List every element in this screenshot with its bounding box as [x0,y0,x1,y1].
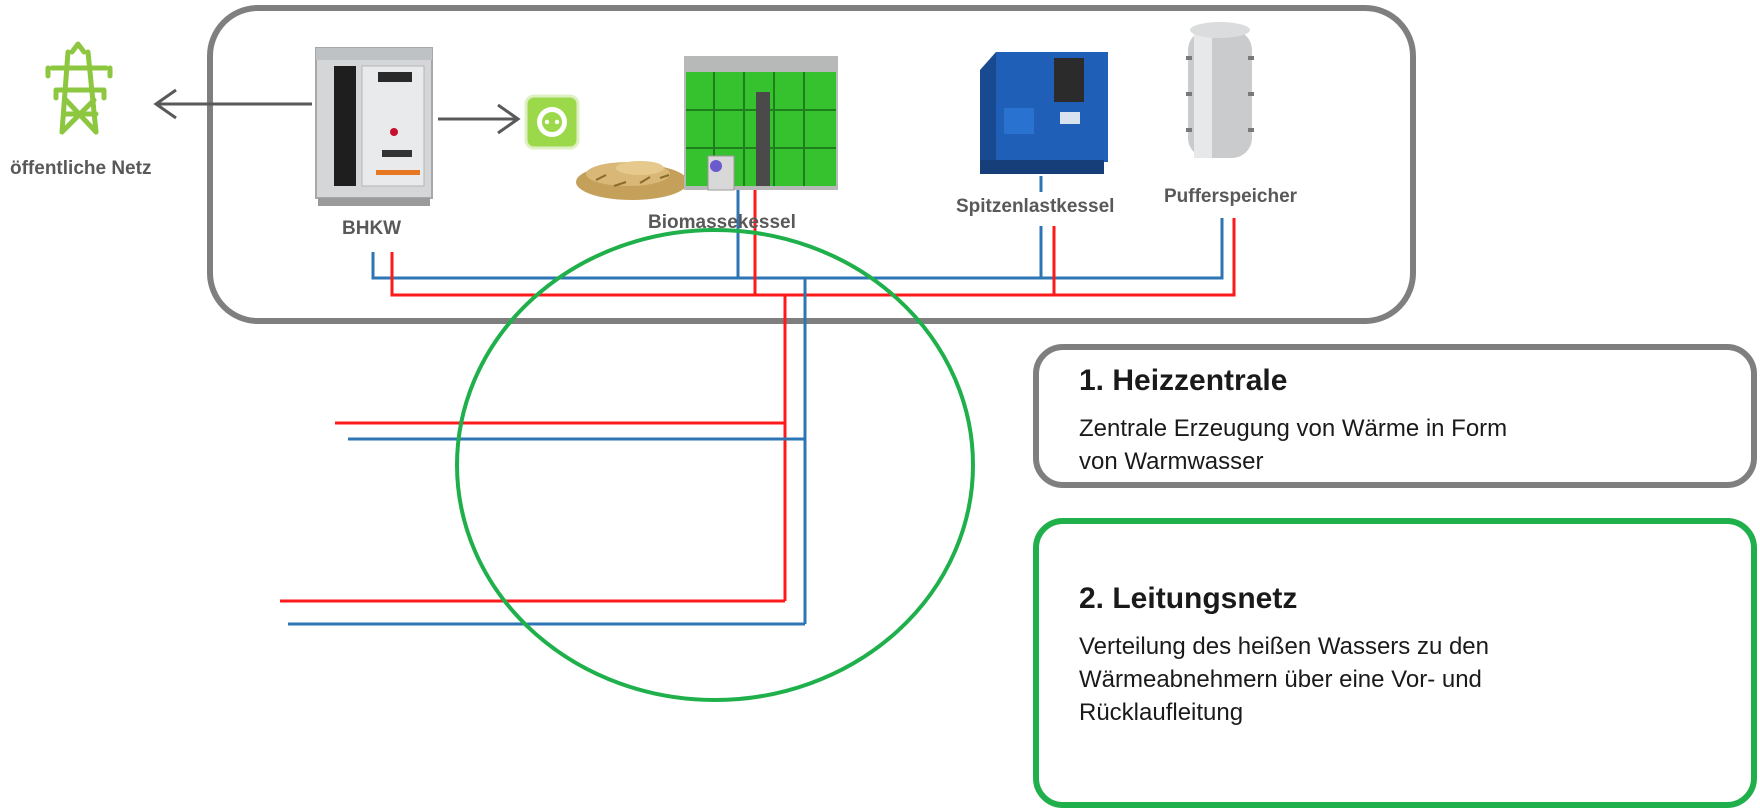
buffer-tank-label: Pufferspeicher [1164,186,1298,207]
pipe-network-highlight-ellipse [455,228,975,702]
biomass-boiler-image [684,56,838,191]
peak-load-boiler-label: Spitzenlastkessel [956,196,1115,217]
wood-chips-image [576,161,688,200]
pipe-network-title: 2. Leitungsnetz [1079,582,1298,615]
heating-center-title: 1. Heizzentrale [1079,364,1288,397]
biomass-boiler-label: Biomassekessel [648,212,796,233]
return-distribution-pipe [288,278,807,626]
supply-distribution-pipe [280,295,787,603]
buffer-tank-image [1186,22,1254,158]
heating-center-text: Zentrale Erzeugung von Wärme in Form von… [1079,415,1508,475]
bhkw-unit-image [315,47,433,206]
grid-label: öffentliche Netz [10,158,152,179]
pipe-network-text: Verteilung des heißen Wassers zu den Wär… [1079,633,1490,726]
bhkw-label: BHKW [342,218,402,239]
arrow-to-socket [438,103,521,135]
return-collector-pipe [371,190,1224,280]
heating-center-frame [207,5,1416,324]
socket-icon [524,94,580,150]
supply-collector-pipe [390,190,1236,297]
arrow-to-grid [153,88,312,120]
pipe-network-info-box: 2. Leitungsnetz Verteilung des heißen Wa… [1033,518,1757,808]
heating-center-info-box: 1. Heizzentrale Zentrale Erzeugung von W… [1033,344,1757,488]
peak-load-boiler-image [980,52,1108,174]
power-pylon-icon [45,41,113,135]
